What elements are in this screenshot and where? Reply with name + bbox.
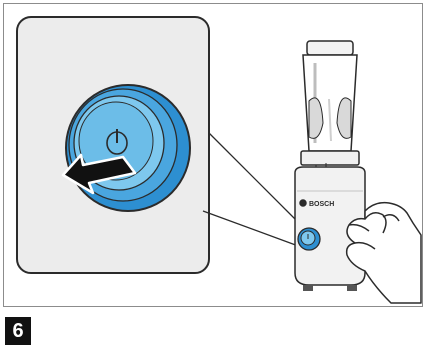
arrow-left-down-icon (61, 153, 137, 195)
power-button-icon (65, 84, 191, 212)
blender-illustration: BOSCH (16, 16, 422, 304)
base-power-button (297, 227, 321, 251)
hand-icon (345, 201, 422, 304)
blender-jar (300, 40, 360, 173)
brand-label: BOSCH (309, 201, 334, 208)
step-number-badge: 6 (5, 317, 31, 345)
zoom-connector-lines (202, 132, 308, 248)
